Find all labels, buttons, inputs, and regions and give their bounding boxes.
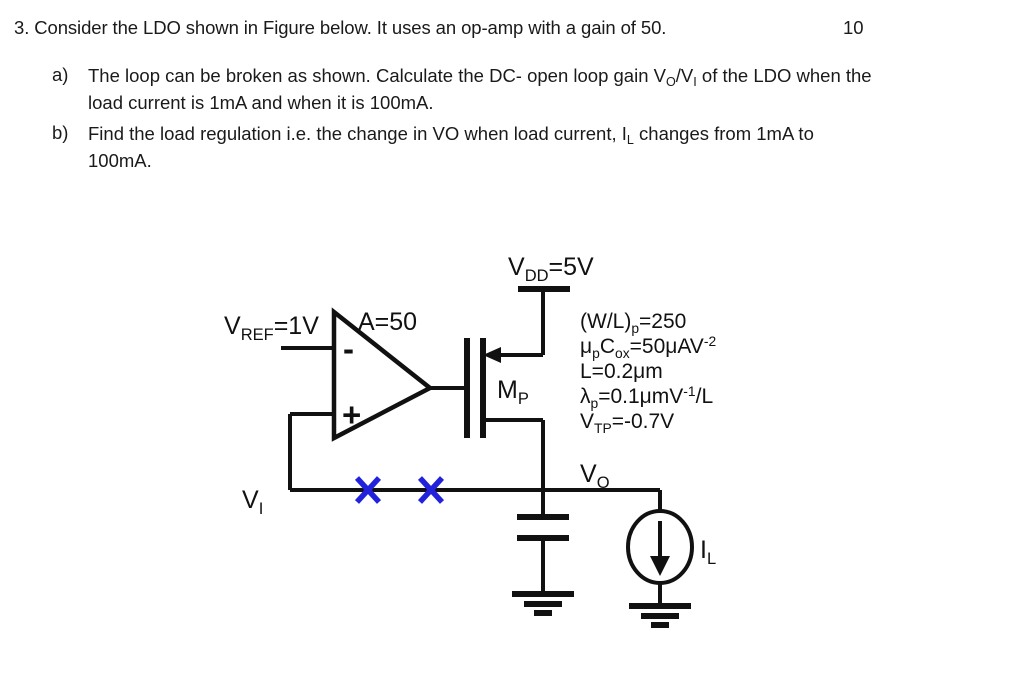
param-3-tail: /L xyxy=(696,385,714,408)
item-b-label: b) xyxy=(52,122,69,143)
item-a-line1-post: of the LDO when the xyxy=(696,65,872,86)
param-row-2: L=0.2μm xyxy=(580,360,663,383)
item-a-line1-pre: The loop can be broken as shown. Calcula… xyxy=(88,65,666,86)
vref-value: =1V xyxy=(274,312,320,340)
param-1-pre: μ xyxy=(580,335,592,358)
param-row-1: μpCox=50μAV-2 xyxy=(580,333,716,361)
vi-label: VI xyxy=(242,486,263,518)
vdd-sub: DD xyxy=(525,267,549,285)
param-2-pre: L=0.2μm xyxy=(580,360,663,383)
param-3-sup: -1 xyxy=(683,383,696,399)
pmos-transistor-symbol xyxy=(430,338,545,490)
loop-break-mark-2 xyxy=(417,476,445,504)
param-1-mid: C xyxy=(600,335,615,358)
param-3-pre: λ xyxy=(580,385,591,408)
param-0-pre: (W/L) xyxy=(580,310,631,333)
item-a-line1: The loop can be broken as shown. Calcula… xyxy=(88,62,872,89)
load-current-source-symbol xyxy=(626,490,694,606)
vo-sub: O xyxy=(597,474,610,492)
vo-label: VO xyxy=(580,460,610,492)
mp-label: MP xyxy=(497,376,529,408)
vdd-supply-symbol xyxy=(483,286,570,363)
param-0-post: =250 xyxy=(639,310,686,333)
param-row-3: λp=0.1μmV-1/L xyxy=(580,383,713,411)
item-b-line1: Find the load regulation i.e. the change… xyxy=(88,120,814,147)
il-sub: L xyxy=(707,550,716,568)
param-1-post: =50μAV xyxy=(630,335,704,358)
item-a-sub-o: O xyxy=(665,74,676,89)
vref-sub: REF xyxy=(241,326,274,344)
vref-name: V xyxy=(224,312,241,340)
item-b-line1-pre: Find the load regulation i.e. the change… xyxy=(88,123,627,144)
question-marks: 10 xyxy=(843,17,864,38)
item-b-sub-l: L xyxy=(626,132,634,147)
param-row-4: VTP=-0.7V xyxy=(580,410,674,436)
ldo-circuit-figure: VDD=5V MP - xyxy=(0,190,1024,686)
output-capacitor-symbol xyxy=(517,514,569,594)
param-4-sub: TP xyxy=(594,420,612,436)
vref-label: VREF=1V xyxy=(224,312,319,344)
mp-sub: P xyxy=(518,390,529,408)
vi-name: V xyxy=(242,486,259,514)
vi-sub: I xyxy=(259,500,264,518)
vdd-name: V xyxy=(508,253,525,281)
item-a-line2: load current is 1mA and when it is 100mA… xyxy=(88,92,434,113)
mp-name: M xyxy=(497,376,518,404)
item-b-line2: 100mA. xyxy=(88,150,152,171)
param-4-pre: V xyxy=(580,410,594,433)
loop-break-mark-1 xyxy=(354,476,382,504)
il-label: IL xyxy=(700,536,716,568)
param-1-sub: p xyxy=(592,345,600,361)
capacitor-ground-symbol xyxy=(512,591,574,616)
item-a-label: a) xyxy=(52,64,69,85)
opamp-minus-input-sign: - xyxy=(343,330,354,367)
load-ground-symbol xyxy=(629,603,691,628)
opamp-plus-input-sign: + xyxy=(342,396,361,433)
item-a-line1-mid: /V xyxy=(675,65,694,86)
param-3-post: =0.1μmV xyxy=(598,385,683,408)
param-4-post: =-0.7V xyxy=(612,410,674,433)
param-0-sub: p xyxy=(631,320,639,336)
vo-name: V xyxy=(580,460,597,488)
opamp-gain-label: A=50 xyxy=(358,308,417,336)
item-b-line1-post: changes from 1mA to xyxy=(633,123,814,144)
item-a-sub-i: I xyxy=(693,74,697,89)
param-row-0: (W/L)p=250 xyxy=(580,310,686,336)
param-3-sub: p xyxy=(591,395,599,411)
il-name: I xyxy=(700,536,707,564)
opamp-symbol xyxy=(281,307,435,442)
param-1-sub2: ox xyxy=(615,345,630,361)
feedback-loop-wire xyxy=(288,414,660,492)
question-stem: 3. Consider the LDO shown in Figure belo… xyxy=(14,17,667,38)
circuit-svg: VDD=5V MP - xyxy=(224,253,716,628)
device-parameters-list: (W/L)p=250 μpCox=50μAV-2 L=0.2μm λp=0.1μ… xyxy=(580,310,716,436)
vdd-label: VDD=5V xyxy=(508,253,594,285)
param-1-sup: -2 xyxy=(704,333,717,349)
vdd-value: =5V xyxy=(549,253,595,281)
